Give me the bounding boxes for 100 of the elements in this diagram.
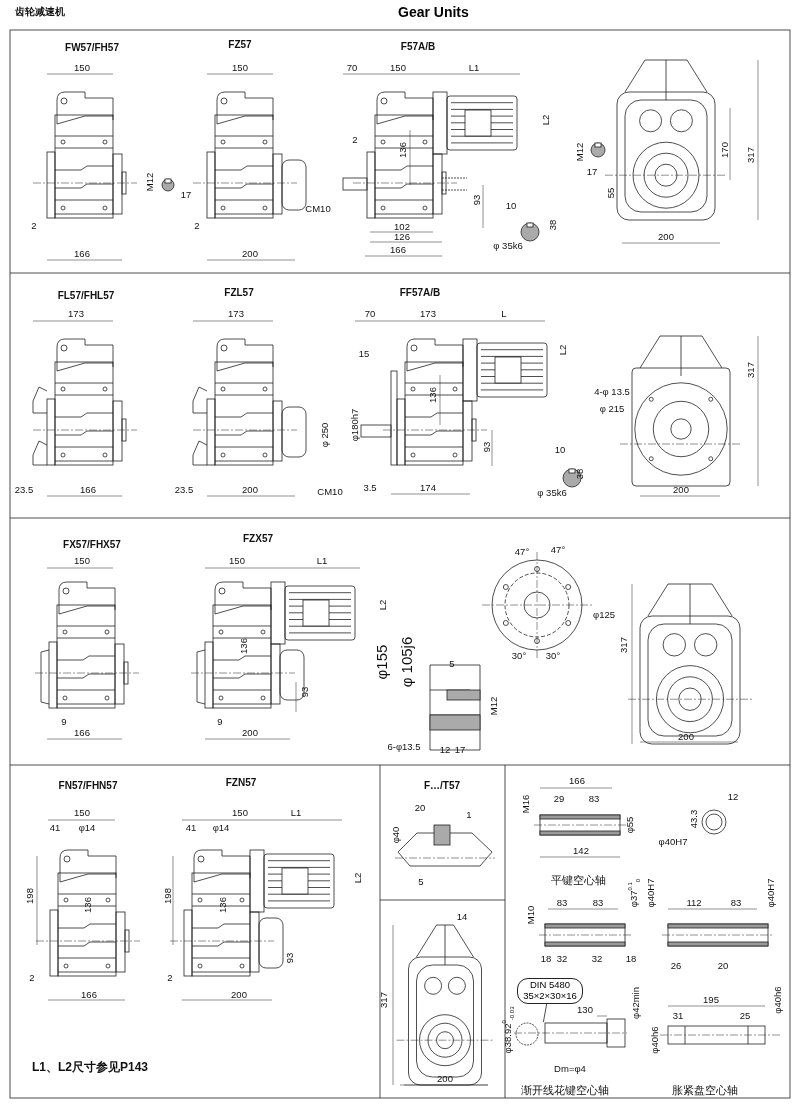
dimension-label: M12	[489, 696, 499, 716]
dimension-label: φ40H7	[766, 878, 776, 908]
dimension-label: 30°	[545, 651, 561, 661]
model-label: 齿轮减速机	[15, 7, 65, 17]
dimension-label: 9	[217, 717, 223, 727]
dimension-label: 142	[573, 846, 589, 856]
dimension-label: 25	[739, 1011, 751, 1021]
dimension-label: 15	[358, 349, 370, 359]
model-label: FN57/FHN57	[58, 781, 118, 791]
dimension-label: φ40	[391, 826, 401, 844]
dimension-label: 31	[672, 1011, 684, 1021]
dimension-label: CM10	[317, 487, 343, 497]
dimension-label: M16	[521, 794, 531, 814]
dimension-label: 150	[229, 556, 245, 566]
dimension-label: 170	[720, 142, 730, 158]
dimension-label: 166	[569, 776, 585, 786]
dimension-label: 43.3	[689, 809, 699, 829]
dimension-label: 102	[394, 222, 410, 232]
dimension-label: 41	[49, 823, 61, 833]
spec-callout: DIN 5480 35×2×30×16	[517, 978, 583, 1004]
dimension-label: 166	[74, 728, 90, 738]
dimension-label: 93	[285, 952, 295, 964]
dimension-label: 83	[730, 898, 742, 908]
dimension-label: 195	[703, 995, 719, 1005]
dimension-label: 14	[456, 912, 468, 922]
dimension-label: 55	[606, 187, 616, 199]
dimension-label: 5	[418, 877, 424, 887]
model-label: F…/T57	[423, 781, 461, 791]
dimension-label: 150	[232, 63, 248, 73]
model-label: FZ57	[228, 40, 252, 50]
dimension-label: 317	[619, 637, 629, 653]
dimension-label: 198	[25, 888, 35, 904]
dimension-label: L2	[558, 344, 568, 356]
model-label: FZL57	[224, 288, 254, 298]
dimension-label: φ14	[212, 823, 230, 833]
dimension-label: M12	[575, 142, 585, 162]
dimension-label: 12	[439, 745, 451, 755]
dimension-label: φ125	[593, 610, 615, 620]
dimension-label: 17	[586, 167, 598, 177]
dimension-label: 317	[379, 992, 389, 1008]
model-label: FZN57	[225, 778, 257, 788]
dimension-label: 47°	[514, 547, 530, 557]
dimension-label: 317	[746, 362, 756, 378]
dimension-label: 150	[390, 63, 406, 73]
caption: 胀紧盘空心轴	[672, 1084, 738, 1096]
dimension-label: 29	[553, 794, 565, 804]
dimension-label: 166	[390, 245, 406, 255]
dimension-label: 83	[588, 794, 600, 804]
dimension-label: 200	[437, 1074, 453, 1084]
dimension-label: 2	[29, 973, 35, 983]
dimension-label: 83	[556, 898, 568, 908]
dimension-label: φ14	[78, 823, 96, 833]
dimension-label: 200	[673, 485, 689, 495]
dimension-label: CM10	[305, 204, 331, 214]
caption: 平键空心轴	[550, 874, 606, 886]
dimension-label: φ180h7	[350, 408, 360, 442]
dimension-label: L2	[353, 872, 363, 884]
model-label: L1、L2尺寸参见P143	[32, 1061, 148, 1073]
dimension-label: 2	[167, 973, 173, 983]
dimension-label: 200	[242, 728, 258, 738]
dimension-label: 18	[625, 954, 637, 964]
dimension-label: 12	[727, 792, 739, 802]
dimension-label: 200	[242, 249, 258, 259]
dimension-label: 150	[74, 556, 90, 566]
dimension-label: φ 35k6	[537, 488, 567, 498]
dimension-label: 18	[540, 954, 552, 964]
dimension-label: 200	[242, 485, 258, 495]
dimension-label: φ 105j6	[398, 636, 414, 688]
dimension-label: 20	[717, 961, 729, 971]
dimension-label: M10	[526, 905, 536, 925]
dimension-label: 150	[74, 63, 90, 73]
dimension-label: 32	[591, 954, 603, 964]
dimension-label: 150	[232, 808, 248, 818]
dimension-label: φ40h6	[650, 1026, 660, 1054]
model-label: FF57A/B	[399, 288, 441, 298]
dimension-label: φ55	[625, 816, 635, 834]
model-label: FZX57	[243, 534, 273, 544]
dimension-label: 17	[180, 190, 192, 200]
dimension-label: 70	[364, 309, 376, 319]
dimension-label: 166	[80, 485, 96, 495]
dimension-label: 93	[482, 441, 492, 453]
dimension-label: 200	[678, 732, 694, 742]
dimension-label: 5	[449, 659, 455, 669]
dimension-label: 38	[575, 468, 585, 480]
dimension-label: L2	[541, 114, 551, 126]
dimension-label: Dm=φ4	[554, 1064, 586, 1074]
dimension-label: φ40h6	[773, 986, 783, 1014]
dimension-label: φ40H7	[658, 837, 688, 847]
spline-shaft-drawing	[514, 1018, 627, 1048]
dimension-label: 38	[548, 219, 558, 231]
dimension-label: L2	[378, 599, 388, 611]
dimension-label: 23.5	[174, 485, 194, 495]
dimension-label: 10	[505, 201, 517, 211]
dimension-label: 136	[428, 387, 438, 403]
page-title: Gear Units	[398, 4, 469, 20]
dimension-label: 6-φ13.5	[387, 742, 421, 752]
dimension-label: 200	[658, 232, 674, 242]
dimension-label: 83	[592, 898, 604, 908]
dimension-label: L1	[316, 556, 328, 566]
dimension-label: φ40H7	[646, 878, 656, 908]
